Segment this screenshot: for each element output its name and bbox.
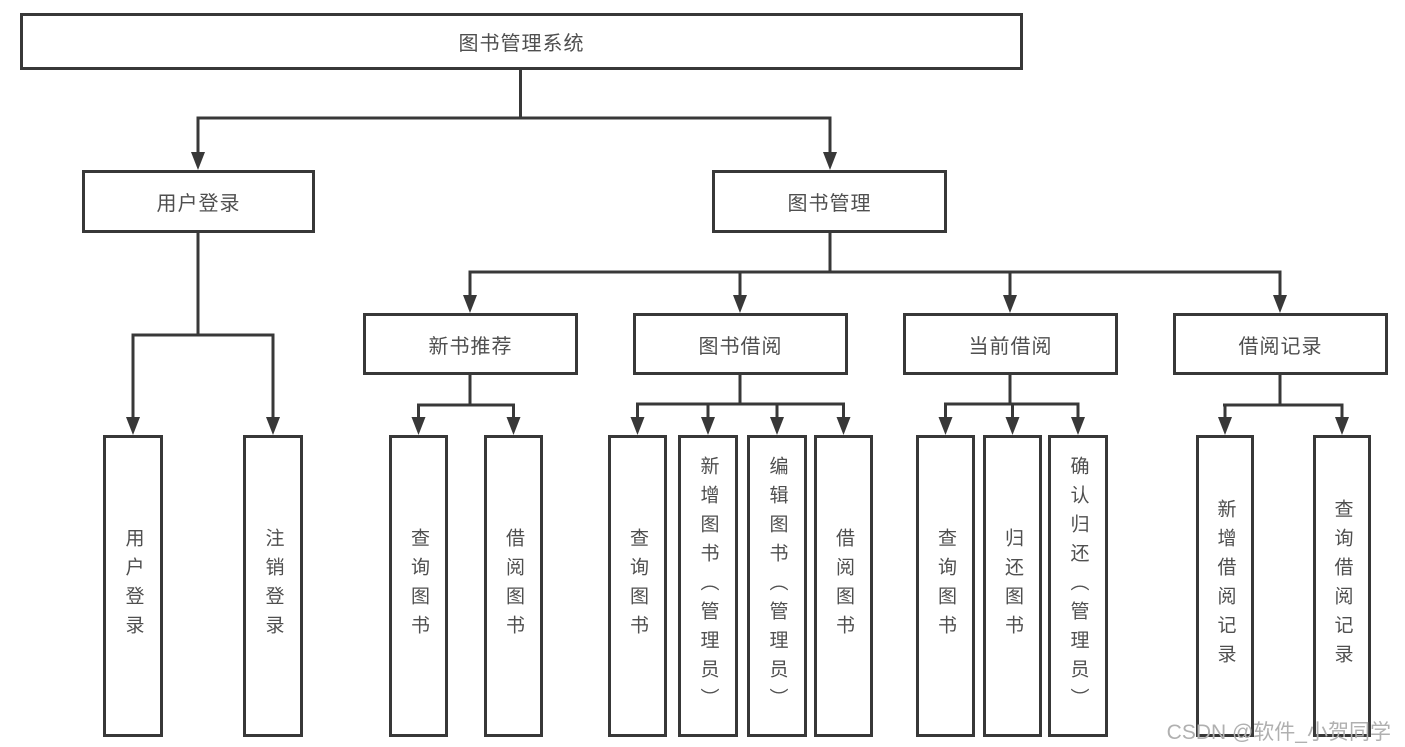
arrowhead	[463, 295, 477, 313]
leaf-logout: 注销登录	[243, 435, 303, 737]
node-root-label: 图书管理系统	[458, 33, 585, 55]
arrowhead	[1005, 417, 1020, 435]
leaf-add-book-admin: 新增图书（管理员）	[678, 435, 738, 737]
leaf-label: 查询图书	[935, 528, 956, 644]
arrowhead	[630, 417, 645, 435]
leaf-query-books-2: 查询图书	[608, 435, 667, 737]
connector-book-borrow-children	[636, 375, 845, 423]
leaf-query-books-3: 查询图书	[916, 435, 975, 737]
leaf-edit-book-admin: 编辑图书（管理员）	[747, 435, 807, 737]
leaf-label: 注销登录	[262, 528, 284, 644]
leaf-label: 用户登录	[122, 528, 144, 644]
node-new-book-recommend: 新书推荐	[363, 313, 578, 375]
leaf-label: 编辑图书（管理员）	[766, 455, 788, 717]
leaf-label: 查询图书	[627, 528, 648, 644]
arrowhead	[506, 417, 521, 435]
leaf-label: 查询借阅记录	[1331, 499, 1353, 673]
arrowhead	[126, 417, 140, 435]
connector-borrow-record-children	[1223, 375, 1344, 423]
leaf-label: 确认归还（管理员）	[1067, 455, 1089, 717]
leaf-query-books-1: 查询图书	[389, 435, 448, 737]
arrowhead	[1071, 417, 1085, 435]
node-current-borrow-label: 当前借阅	[968, 335, 1053, 358]
leaf-label: 借阅图书	[503, 528, 524, 644]
arrowhead	[733, 295, 747, 313]
node-root: 图书管理系统	[20, 13, 1023, 70]
connector-root-to-level2	[196, 68, 832, 158]
connector-book-mgmt-to-level3	[468, 231, 1282, 301]
leaf-return-book: 归还图书	[983, 435, 1042, 737]
leaf-label: 归还图书	[1002, 528, 1023, 644]
arrowhead	[1003, 295, 1017, 313]
node-user-login: 用户登录	[82, 170, 315, 233]
leaf-borrow-books-2: 借阅图书	[814, 435, 873, 737]
arrowhead	[1218, 417, 1232, 435]
node-book-borrow-label: 图书借阅	[698, 335, 783, 358]
arrowhead	[411, 417, 426, 435]
arrowhead	[1273, 295, 1287, 313]
connector-new-book-children	[417, 375, 515, 423]
arrowhead	[266, 417, 280, 435]
leaf-user-login: 用户登录	[103, 435, 163, 737]
arrowhead	[836, 417, 851, 435]
leaf-borrow-books-1: 借阅图书	[484, 435, 543, 737]
leaf-query-borrow-record: 查询借阅记录	[1313, 435, 1371, 737]
arrowhead	[701, 417, 715, 435]
watermark: CSDN @软件_小贺同学	[1166, 721, 1391, 744]
node-book-management: 图书管理	[712, 170, 947, 233]
leaf-confirm-return-admin: 确认归还（管理员）	[1048, 435, 1108, 737]
arrowhead	[191, 152, 205, 170]
arrowhead	[938, 417, 953, 435]
node-user-login-label: 用户登录	[156, 193, 241, 215]
node-borrow-records: 借阅记录	[1173, 313, 1388, 375]
arrowhead	[1335, 417, 1349, 435]
arrowhead	[823, 152, 837, 170]
leaf-label: 借阅图书	[833, 528, 854, 644]
connector-user-login-children	[131, 231, 275, 423]
arrowhead	[770, 417, 784, 435]
node-current-borrow: 当前借阅	[903, 313, 1118, 375]
node-book-borrow: 图书借阅	[633, 313, 848, 375]
node-new-book-recommend-label: 新书推荐	[428, 335, 513, 358]
leaf-label: 查询图书	[408, 528, 429, 644]
node-borrow-records-label: 借阅记录	[1238, 335, 1323, 358]
node-book-management-label: 图书管理	[787, 193, 872, 215]
connector-current-borrow-children	[944, 375, 1080, 423]
leaf-label: 新增借阅记录	[1214, 499, 1236, 673]
leaf-label: 新增图书（管理员）	[697, 455, 719, 717]
leaf-add-borrow-record: 新增借阅记录	[1196, 435, 1254, 737]
arrowheads	[126, 152, 1349, 435]
